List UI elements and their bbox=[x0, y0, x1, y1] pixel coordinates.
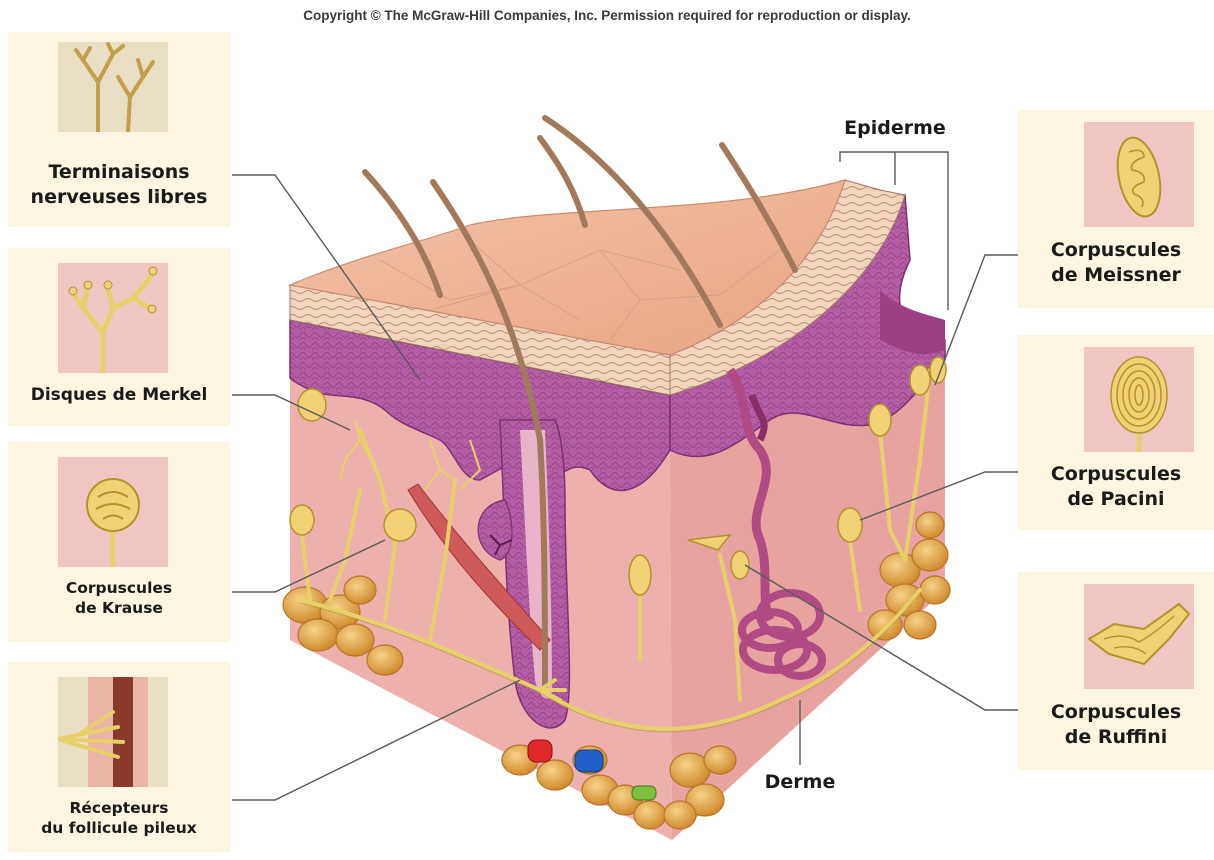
label-pacinian-corpuscles: Corpuscules de Pacini bbox=[1018, 462, 1214, 511]
ruffini-corpuscles-thumbnail bbox=[1084, 584, 1194, 689]
label-dermis: Derme bbox=[745, 770, 855, 795]
panel-free-nerve-endings: Terminaisons nerveuses libres bbox=[8, 32, 230, 227]
panel-pacinian-corpuscles: Corpuscules de Pacini bbox=[1018, 335, 1214, 530]
label-meissner-corpuscles: Corpuscules de Meissner bbox=[1018, 238, 1214, 287]
panel-merkel-discs: Disques de Merkel bbox=[8, 248, 230, 426]
panel-ruffini-corpuscles: Corpuscules de Ruffini bbox=[1018, 572, 1214, 770]
label-hair-follicle-receptors: Récepteurs du follicule pileux bbox=[8, 798, 230, 838]
panel-meissner-corpuscles: Corpuscules de Meissner bbox=[1018, 110, 1214, 308]
label-free-nerve-endings: Terminaisons nerveuses libres bbox=[8, 160, 230, 209]
label-epidermis: Epiderme bbox=[830, 116, 960, 141]
label-krause-bulbs: Corpuscules de Krause bbox=[8, 578, 230, 618]
label-ruffini-corpuscles: Corpuscules de Ruffini bbox=[1018, 700, 1214, 749]
dermal-papillae-fold bbox=[880, 290, 945, 354]
panel-krause-bulbs: Corpuscules de Krause bbox=[8, 442, 230, 642]
meissner-corpuscles-thumbnail bbox=[1084, 122, 1194, 227]
pacinian-corpuscles-thumbnail bbox=[1084, 347, 1194, 452]
free-nerve-endings-thumbnail bbox=[58, 42, 168, 132]
merkel-discs-thumbnail bbox=[58, 263, 168, 373]
panel-hair-follicle-receptors: Récepteurs du follicule pileux bbox=[8, 662, 230, 852]
hair-follicle-receptors-thumbnail bbox=[58, 677, 168, 787]
krause-bulbs-thumbnail bbox=[58, 457, 168, 567]
label-merkel-discs: Disques de Merkel bbox=[8, 384, 230, 406]
